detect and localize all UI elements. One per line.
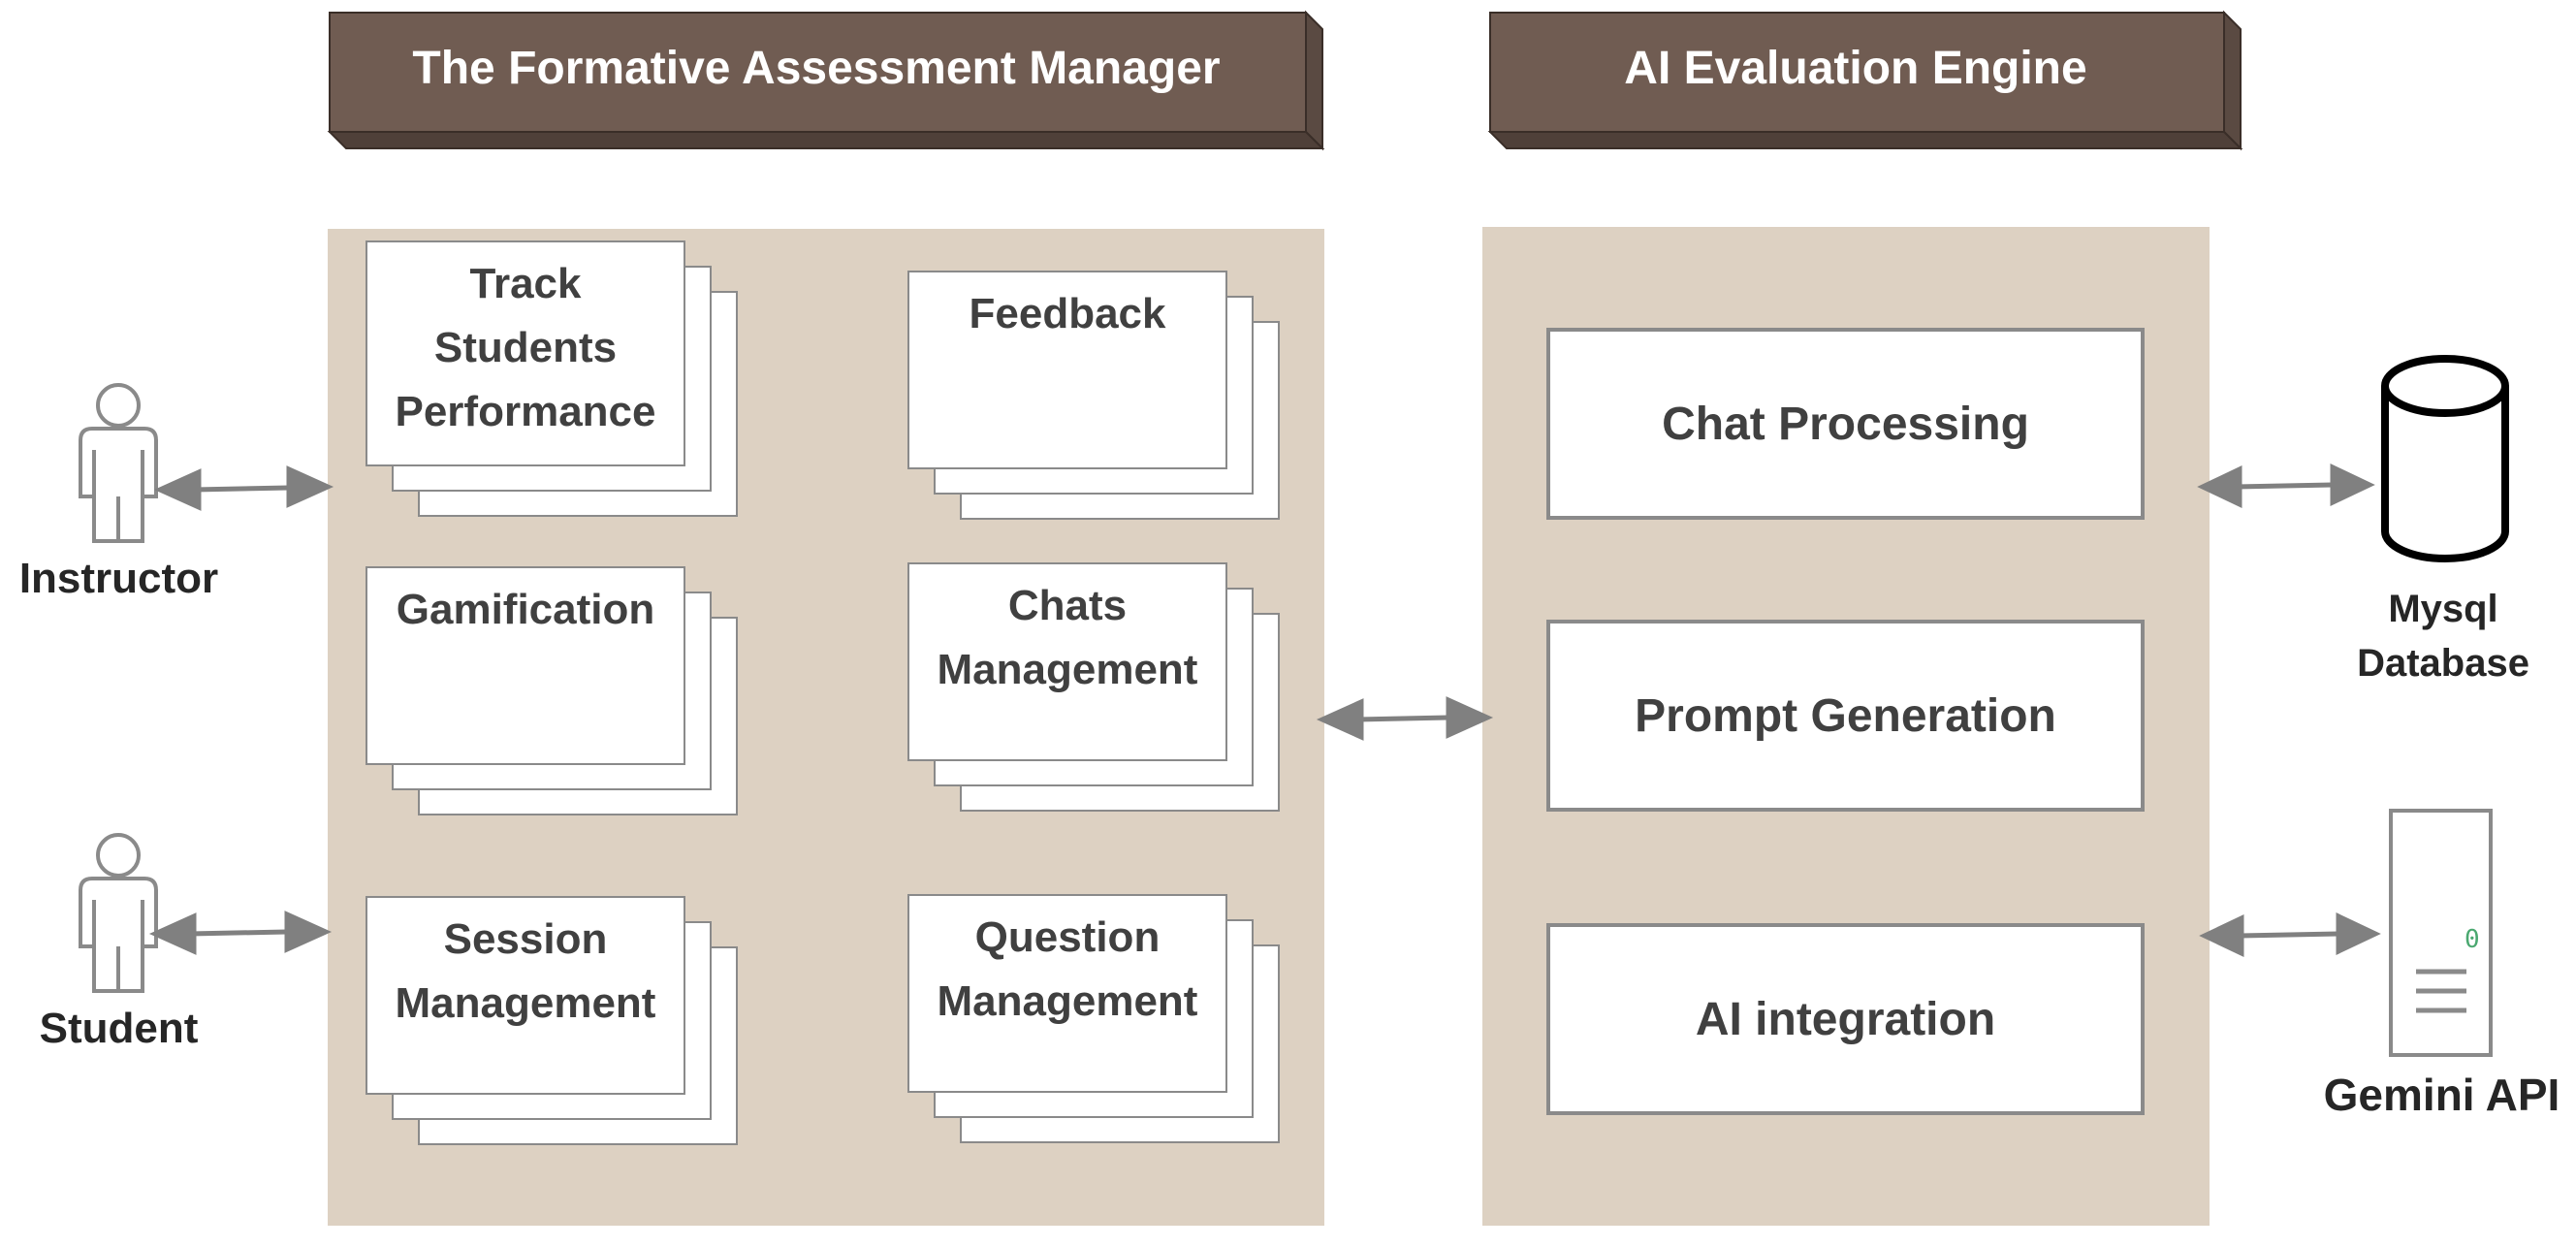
database-label-line: Database xyxy=(2357,642,2529,685)
banner-shape xyxy=(327,10,1325,151)
arrow-student-manager xyxy=(148,911,333,955)
module-label-line: Performance xyxy=(395,388,656,435)
module-label-line: Management xyxy=(937,977,1198,1025)
module-label-line: Management xyxy=(395,979,656,1027)
database-label: Mysql Database xyxy=(2327,582,2560,690)
manager-header-banner: The Formative Assessment Manager xyxy=(327,10,1325,151)
module-label-line: Students xyxy=(433,324,618,371)
arrow-engine-database xyxy=(2197,464,2375,508)
gemini-api-label: Gemini API xyxy=(2323,1070,2560,1120)
instructor-label: Instructor xyxy=(18,555,219,602)
server-icon: 0 xyxy=(2387,807,2498,1064)
module-feedback: Feedback xyxy=(907,271,1281,520)
banner-shape xyxy=(1487,10,2243,151)
database-cylinder-icon xyxy=(2377,347,2513,575)
database-label-line: Mysql xyxy=(2388,588,2498,630)
engine-module-prompt-generation: Prompt Generation xyxy=(1546,620,2145,812)
engine-header-banner: AI Evaluation Engine xyxy=(1487,10,2243,151)
instructor-person-icon xyxy=(73,380,164,550)
module-label-line: Track xyxy=(469,260,582,307)
arrow-manager-engine xyxy=(1316,696,1494,741)
module-label-line: Chats xyxy=(1007,582,1128,629)
student-person-icon xyxy=(73,830,164,1000)
engine-module-ai-integration: AI integration xyxy=(1546,923,2145,1115)
engine-module-chat-processing: Chat Processing xyxy=(1546,328,2145,520)
engine-header-title: AI Evaluation Engine xyxy=(1624,42,2087,94)
module-label-line: Session xyxy=(443,915,608,963)
manager-header-title: The Formative Assessment Manager xyxy=(412,42,1221,94)
arrow-engine-api xyxy=(2199,912,2381,957)
module-label-line: Management xyxy=(937,646,1198,693)
module-label-line: Feedback xyxy=(969,290,1166,337)
module-card: Feedback xyxy=(907,271,1227,469)
arrow-instructor-manager xyxy=(153,465,334,511)
module-gamification: Gamification xyxy=(366,566,739,815)
module-label-line: Question xyxy=(974,913,1161,961)
server-status-indicator: 0 xyxy=(2465,925,2480,954)
module-label-line: Gamification xyxy=(396,586,655,633)
module-card: Gamification xyxy=(366,566,685,765)
student-label: Student xyxy=(39,1005,199,1052)
